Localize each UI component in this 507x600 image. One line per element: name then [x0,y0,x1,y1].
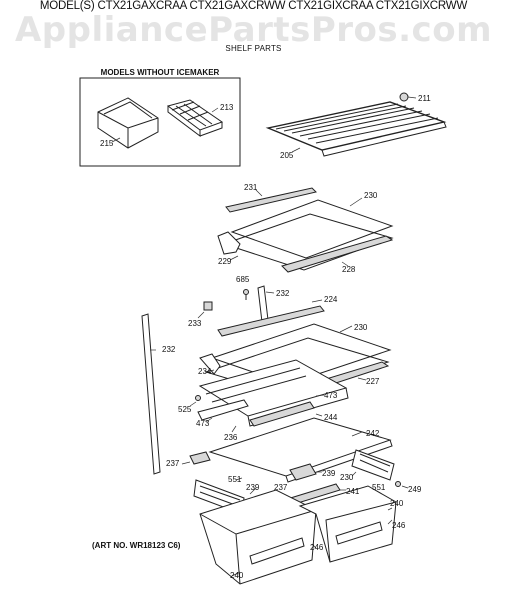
callout-239-a: 239 [322,469,336,478]
callout-240-b: 240 [230,571,244,580]
part-233-clip[interactable] [203,301,213,311]
callout-246-b: 246 [310,543,324,552]
callout-232-a: 232 [276,289,290,298]
part-213-tray[interactable] [166,99,224,137]
shelf-1-glass-230[interactable] [230,199,394,259]
callout-685: 685 [236,275,250,284]
art-number: (ART NO. WR18123 C6) [92,541,181,550]
part-237-bracket[interactable] [189,451,211,465]
part-232-long-rail[interactable] [141,313,161,475]
callout-229: 229 [218,257,232,266]
callout-230-c: 230 [340,473,354,482]
callout-234: 234 [198,367,212,376]
part-473-side[interactable] [197,399,249,421]
part-242-crisper-cover[interactable] [208,417,393,483]
callout-242: 242 [366,429,380,438]
callout-228: 228 [342,265,356,274]
right-support-rail[interactable] [351,449,395,481]
watermark: AppliancePartsPros.com [14,10,492,50]
callout-230-b: 230 [354,323,368,332]
callout-473-b: 473 [196,419,210,428]
part-685-screw[interactable] [243,289,249,301]
part-525-pin[interactable] [195,395,201,401]
part-240-drawer-right[interactable] [298,485,397,563]
callout-240-a: 240 [390,499,404,508]
callout-230-a: 230 [364,191,378,200]
callout-551-a: 551 [228,475,242,484]
shelf-1-rail-228[interactable] [281,235,394,273]
callout-233: 233 [188,319,202,328]
callout-232-b: 232 [162,345,176,354]
part-224-trim[interactable] [217,305,325,337]
callout-249: 249 [408,485,422,494]
inset-box: MODELS WITHOUT ICEMAKER [79,68,241,167]
callout-244: 244 [324,413,338,422]
part-232-bracket-short[interactable] [257,285,269,323]
shelf-1-frame[interactable] [217,213,394,271]
callout-213: 213 [220,103,234,112]
part-239-slide[interactable] [289,463,317,481]
callout-473-a: 473 [324,391,338,400]
callout-211: 211 [418,94,431,103]
callout-237-a: 237 [166,459,180,468]
section-title: SHELF PARTS [225,44,282,53]
callout-205: 205 [280,151,294,160]
model-list: MODEL(S) CTX21GAXCRAA CTX21GAXCRWW CTX21… [39,0,468,12]
callout-224: 224 [324,295,338,304]
part-240-drawer-left[interactable] [199,489,317,585]
shelf-1-trim-231[interactable] [225,187,317,213]
callout-551-b: 551 [372,483,386,492]
part-244-rail[interactable] [249,401,315,427]
callout-525: 525 [178,405,192,414]
callout-215: 215 [100,139,114,148]
part-211-cap[interactable] [399,92,409,102]
callout-227: 227 [366,377,380,386]
part-249-screw[interactable] [395,481,401,487]
callout-246-a: 246 [392,521,406,530]
callout-231: 231 [244,183,258,192]
callout-239-b: 239 [246,483,260,492]
part-215-bin[interactable] [97,97,159,149]
callout-237-b: 237 [274,483,288,492]
callout-236: 236 [224,433,238,442]
part-205-wire-shelf[interactable] [265,101,447,157]
callout-241: 241 [346,487,360,496]
inset-title: MODELS WITHOUT ICEMAKER [101,68,220,77]
